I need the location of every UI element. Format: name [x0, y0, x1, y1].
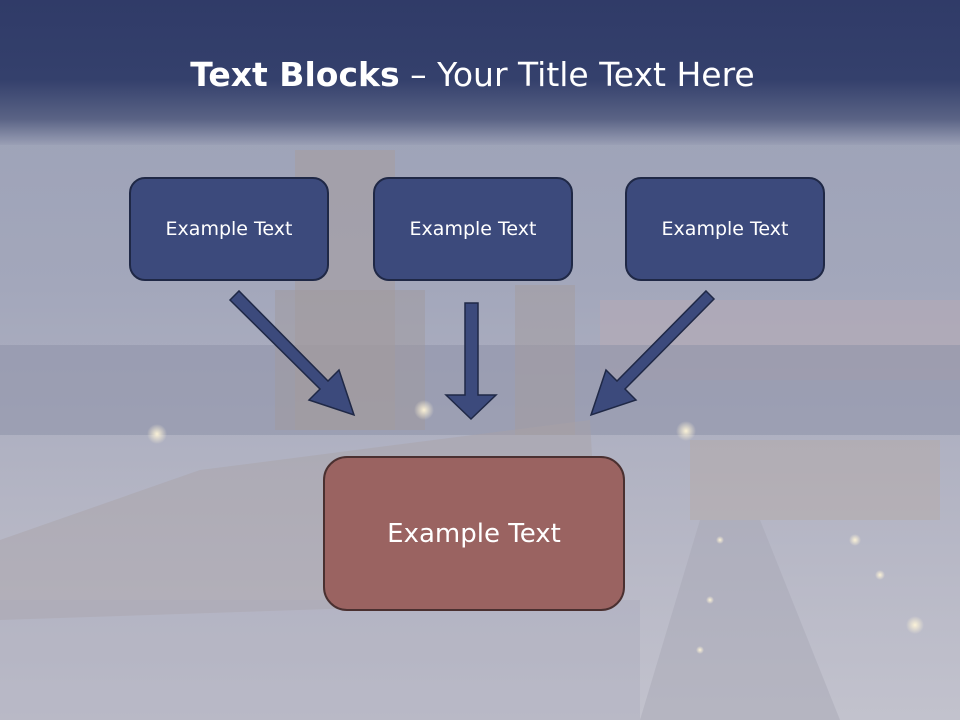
down-arrow-icon: [444, 302, 498, 421]
text-block-right-label: Example Text: [661, 218, 789, 240]
text-block-bottom[interactable]: Example Text: [323, 456, 625, 611]
text-block-bottom-label: Example Text: [387, 518, 561, 549]
title-bold: Text Blocks: [190, 55, 400, 94]
down-left-arrow-icon: [589, 289, 716, 417]
text-block-middle[interactable]: Example Text: [373, 177, 573, 281]
text-block-right[interactable]: Example Text: [625, 177, 825, 281]
text-block-left-label: Example Text: [165, 218, 293, 240]
title-dash: –: [399, 55, 438, 94]
title-bar: [0, 0, 960, 145]
text-block-middle-label: Example Text: [409, 218, 537, 240]
text-block-left[interactable]: Example Text: [129, 177, 329, 281]
down-right-arrow-icon: [228, 289, 356, 417]
title-rest: Your Title Text Here: [437, 55, 755, 94]
slide-title: Text Blocks – Your Title Text Here: [0, 52, 945, 98]
